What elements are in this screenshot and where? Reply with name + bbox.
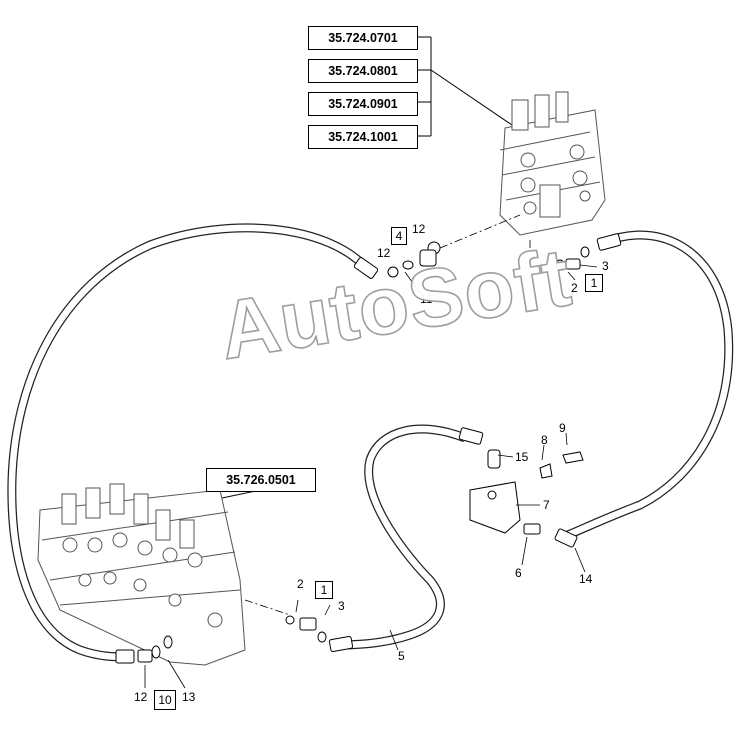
callout-label: 2 — [571, 281, 578, 295]
reference-box: 35.726.0501 — [206, 468, 316, 492]
callout-label: 2 — [297, 577, 304, 591]
reference-box: 35.724.0701 — [308, 26, 418, 50]
callout-label: 12 — [412, 222, 426, 236]
reference-box: 35.724.0901 — [308, 92, 418, 116]
callout-label: 11 — [420, 292, 433, 306]
boxed-callout: 10 — [154, 690, 176, 710]
callout-label: 12 — [377, 246, 391, 260]
leader-lines — [144, 264, 598, 689]
reference-box: 35.724.0801 — [308, 59, 418, 83]
top-control-valve — [499, 91, 606, 236]
boxed-callout: 1 — [315, 581, 333, 599]
boxed-callout: 4 — [391, 227, 407, 245]
boxed-callout: 1 — [585, 274, 603, 292]
hose-5-ferrule — [328, 427, 484, 653]
callout-label: 6 — [515, 566, 522, 580]
hose-14-ferrule — [554, 233, 622, 548]
callout-label: 8 — [541, 433, 548, 447]
callout-label: 14 — [579, 572, 593, 586]
callout-label: 15 — [515, 450, 529, 464]
callout-label: 9 — [559, 421, 566, 435]
fittings — [137, 241, 590, 663]
callout-label: 5 — [398, 649, 405, 663]
hose-14 — [558, 230, 734, 543]
hose-11-ferrule — [115, 257, 379, 664]
callout-label: 12 — [134, 690, 148, 704]
callout-label: 3 — [602, 259, 609, 273]
callout-label: 7 — [543, 498, 550, 512]
hose-11 — [7, 223, 372, 662]
center-lines — [244, 214, 531, 616]
left-valve-bank — [37, 483, 246, 666]
reference-box: 35.724.1001 — [308, 125, 418, 149]
hose-5 — [334, 424, 467, 650]
callout-label: 3 — [338, 599, 345, 613]
callout-label: 13 — [182, 690, 196, 704]
